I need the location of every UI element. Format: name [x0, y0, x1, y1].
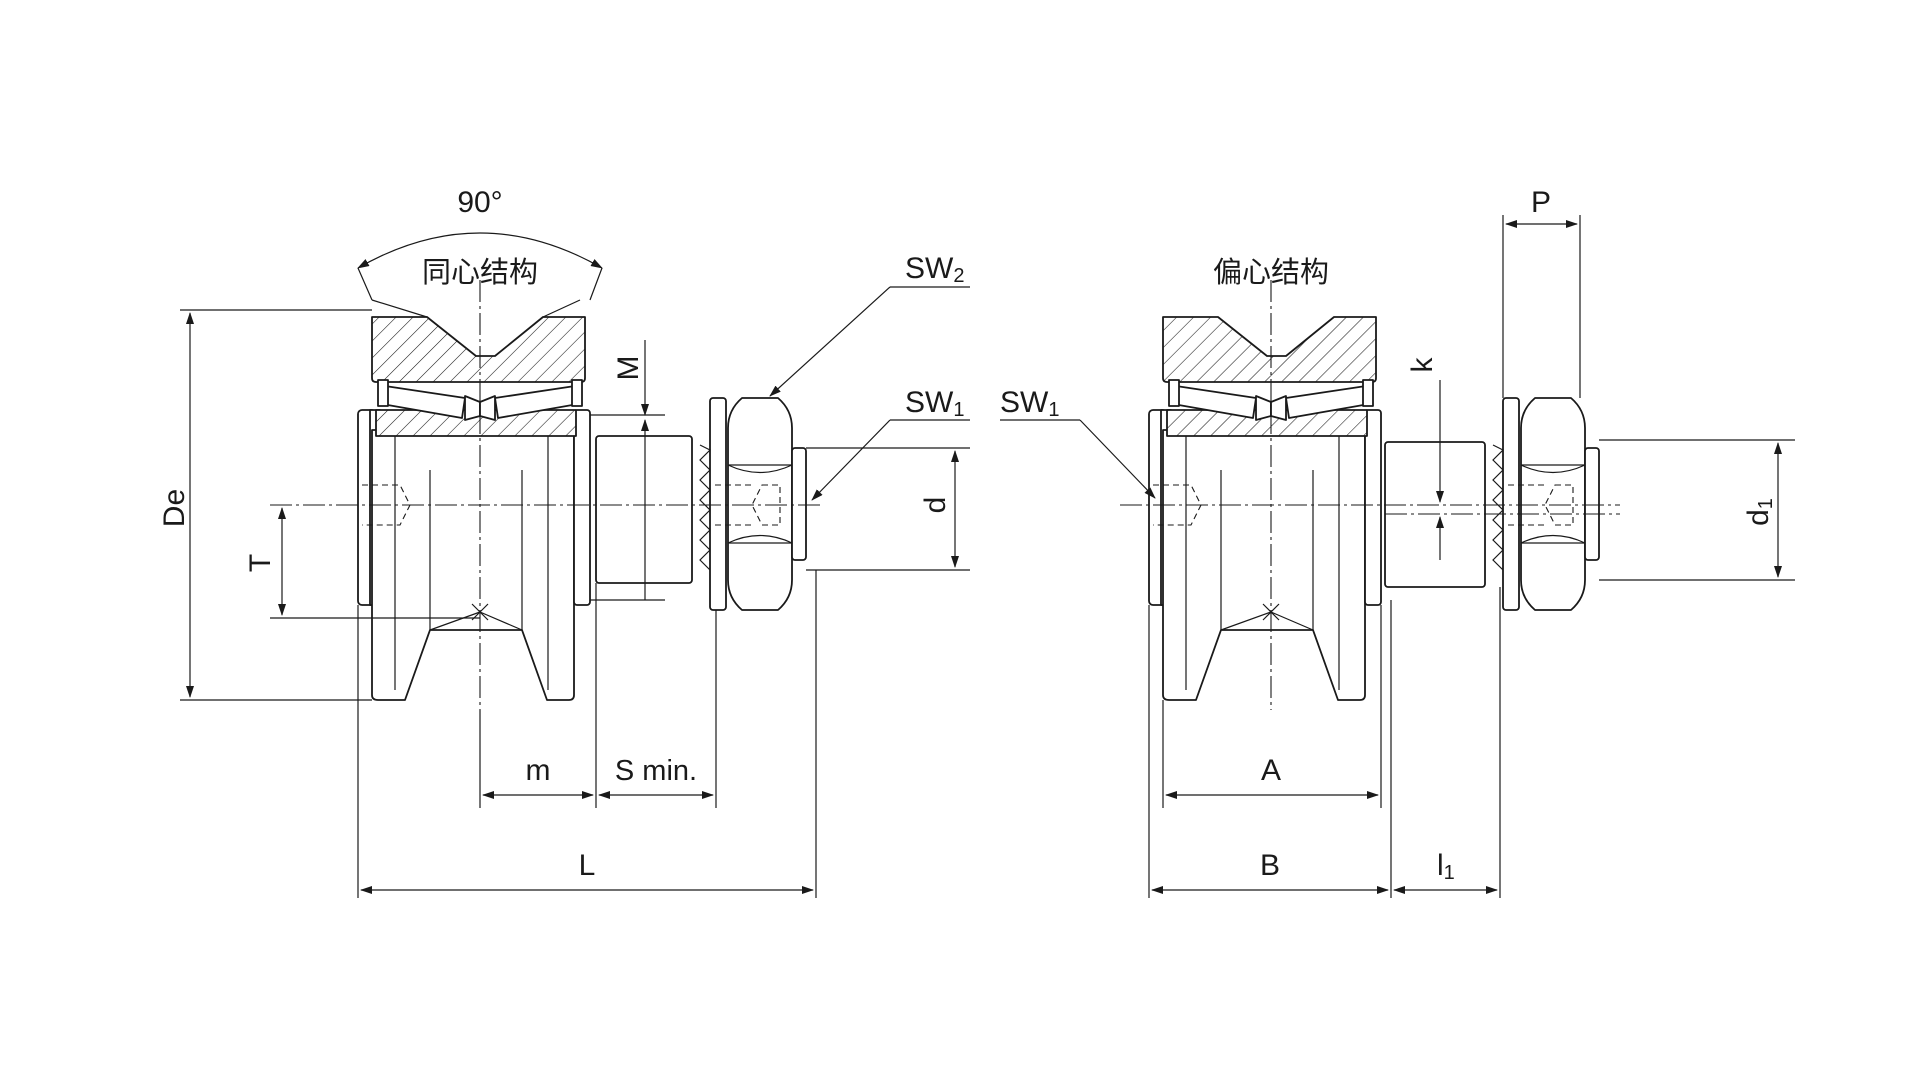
dim-T-label: T — [244, 554, 277, 572]
dim-P-label: P — [1531, 186, 1551, 219]
dim-l1-label: l1 — [1437, 849, 1455, 884]
dim-m-label: m — [526, 754, 551, 787]
dim-L-label: L — [579, 849, 596, 882]
ecc-sw1-label: SW1 — [1000, 386, 1059, 421]
sw1-label-right: SW1 — [905, 386, 964, 421]
dim-A-label: A — [1261, 754, 1281, 787]
eccentric-title: 偏心结构 — [1213, 255, 1329, 289]
dim-De-label: De — [158, 489, 191, 527]
bolt-threaded-end — [791, 447, 807, 561]
ecc-bolt-threaded-end — [1584, 447, 1600, 561]
outer-ring-section — [371, 316, 586, 383]
dim-M-label: M — [612, 356, 645, 381]
ecc-right-flange — [1364, 409, 1382, 606]
serrated-washer-edge — [699, 444, 712, 571]
dim-d-label: d — [919, 497, 952, 514]
ecc-outer-ring-section — [1162, 316, 1377, 383]
dim-S-label: S min. — [615, 755, 697, 787]
wheel-body — [371, 429, 575, 701]
concentric-title: 同心结构 — [422, 255, 538, 289]
dim-B-label: B — [1260, 849, 1280, 882]
eccentric-view: 偏心结构 P k d1 A B l1 SW1 — [1000, 186, 1795, 898]
bolt-shank — [595, 435, 693, 584]
ecc-washer — [1502, 397, 1520, 611]
dim-d1-label: d1 — [1742, 498, 1777, 526]
washer — [709, 397, 727, 611]
angle-label: 90° — [457, 186, 502, 219]
ecc-hex-nut — [1520, 397, 1586, 611]
ecc-roller-bearings — [1168, 379, 1374, 421]
hex-nut — [727, 397, 793, 611]
roller-bearings — [377, 379, 583, 421]
ecc-wheel-body — [1162, 429, 1366, 701]
dim-k-label: k — [1406, 357, 1439, 373]
concentric-view: 90° 同心结构 De T M d m S min. L SW2 SW1 — [158, 186, 970, 898]
sw2-label: SW2 — [905, 252, 964, 287]
right-flange — [573, 409, 591, 606]
angle-arc — [357, 232, 603, 269]
